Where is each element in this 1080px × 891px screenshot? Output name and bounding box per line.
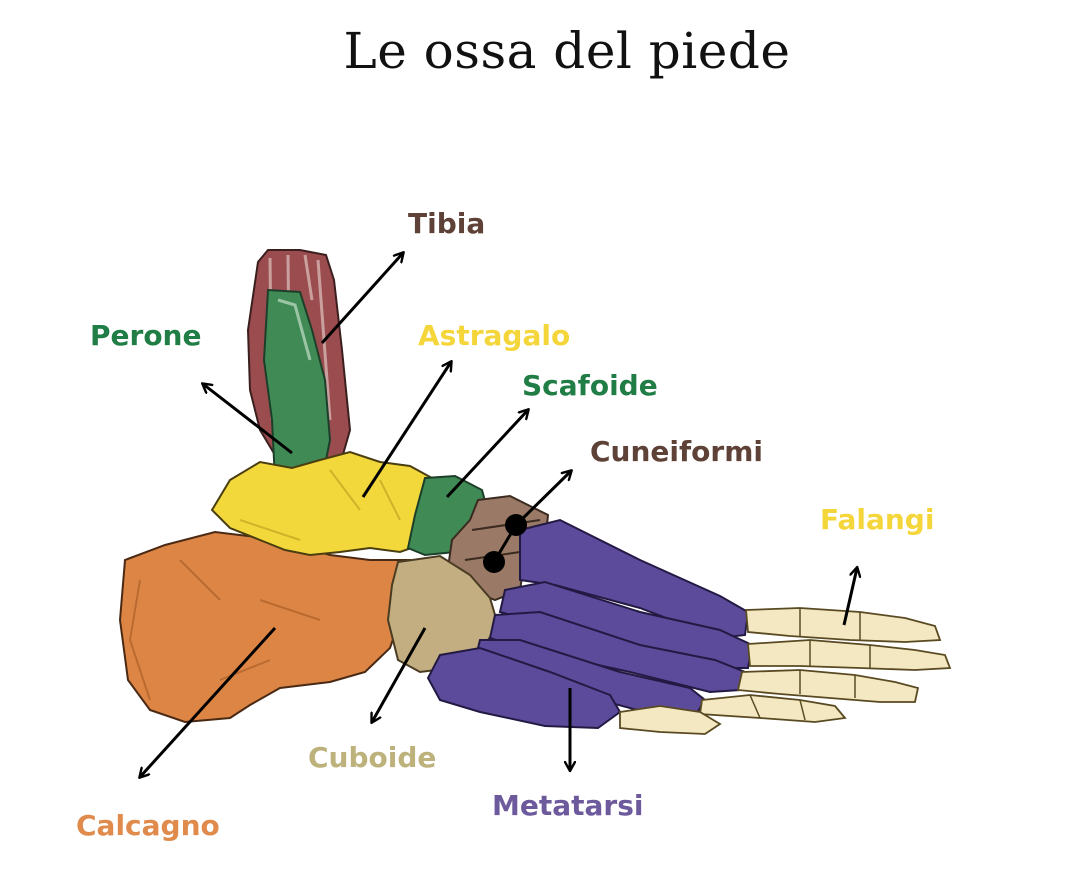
cuneiformi-dot-upper — [505, 514, 527, 536]
label-tibia: Tibia — [408, 207, 486, 240]
label-metatarsi: Metatarsi — [492, 789, 644, 822]
label-cuneiformi: Cuneiformi — [590, 435, 764, 468]
arrow-perone — [203, 384, 293, 455]
label-calcagno: Calcagno — [76, 809, 220, 842]
label-scafoide: Scafoide — [522, 369, 658, 402]
label-astragalo: Astragalo — [418, 319, 571, 352]
arrow-tibia — [320, 253, 403, 345]
falangi-bones — [619, 607, 952, 735]
arrow-cuneiformi — [514, 471, 571, 527]
cuneiformi-dot-lower — [483, 551, 505, 573]
calcagno-bone — [118, 530, 412, 724]
arrow-astragalo — [361, 362, 451, 498]
page-title: Le ossa del piede — [343, 22, 791, 80]
arrow-falangi — [842, 568, 857, 626]
arrow-scafoide — [445, 410, 528, 499]
label-perone: Perone — [90, 319, 202, 352]
arrow-cuboide — [372, 627, 427, 722]
label-falangi: Falangi — [820, 503, 935, 536]
label-cuboide: Cuboide — [308, 741, 437, 774]
arrow-calcagno — [140, 626, 277, 777]
metatarsi-bones — [426, 518, 754, 730]
